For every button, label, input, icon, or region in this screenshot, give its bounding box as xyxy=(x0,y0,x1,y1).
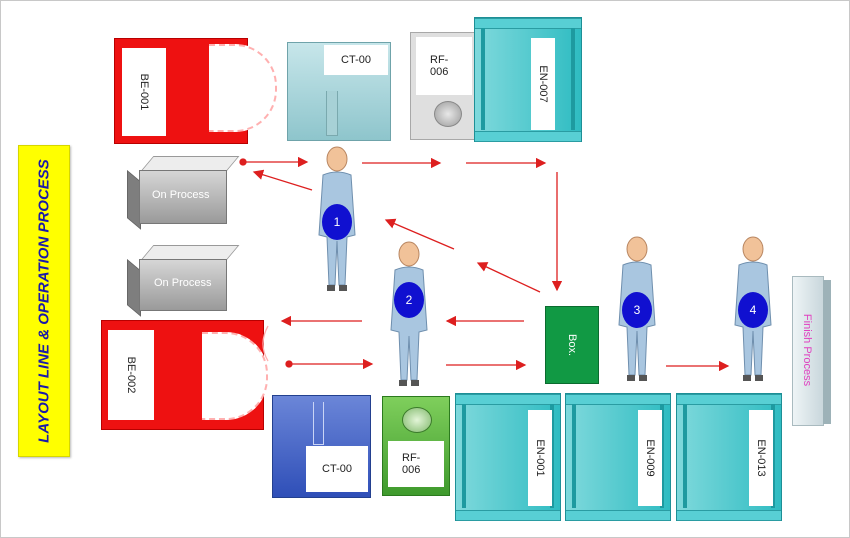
machine-en-013-label: EN-013 xyxy=(755,439,767,477)
on-process-label-1: On Process xyxy=(152,189,210,201)
diagram-title: LAYOUT LINE & OPERATION PROCESS xyxy=(35,159,53,443)
ct-top-slot xyxy=(326,91,338,136)
machine-ct-top: CT-00 xyxy=(287,42,391,141)
rf-bottom-dial xyxy=(402,407,432,433)
worker-1-number: 1 xyxy=(333,215,341,229)
machine-en-009-label: EN-009 xyxy=(644,439,656,477)
machine-en-001-label: EN-001 xyxy=(534,439,546,477)
on-process-box-2: On Process xyxy=(122,245,240,317)
machine-be-001-label: BE-001 xyxy=(138,73,150,111)
on-process-label-2: On Process xyxy=(154,277,212,289)
machine-en-007-label: EN-007 xyxy=(537,65,549,103)
on-process-box-1: On Process xyxy=(122,156,240,230)
worker-2: 2 xyxy=(381,240,437,390)
machine-rf-bottom-label: RF-006 xyxy=(402,452,421,476)
worker-2-number: 2 xyxy=(405,293,413,307)
machine-en-013: EN-013 xyxy=(676,393,782,521)
machine-be-002-cutout xyxy=(202,332,268,420)
finish-process-label: Finish Process xyxy=(801,313,813,387)
worker-figure-icon xyxy=(734,236,772,381)
worker-3: 3 xyxy=(609,235,665,385)
machine-ct-bottom: CT-00 xyxy=(272,395,371,498)
worker-figure-icon xyxy=(318,146,356,291)
machine-en-009: EN-009 xyxy=(565,393,671,521)
machine-ct-bottom-label: CT-00 xyxy=(322,463,352,475)
machine-rf-top: RF-006 xyxy=(410,32,477,140)
machine-rf-top-label: RF-006 xyxy=(430,54,449,78)
rf-top-dial xyxy=(434,101,462,127)
title-banner: LAYOUT LINE & OPERATION PROCESS xyxy=(18,145,70,457)
box-label: Box. xyxy=(566,333,578,357)
worker-4-number: 4 xyxy=(749,303,757,317)
worker-3-number: 3 xyxy=(633,303,641,317)
worker-4: 4 xyxy=(725,235,781,385)
machine-en-001: EN-001 xyxy=(455,393,561,521)
ct-bottom-slot xyxy=(313,402,324,445)
worker-figure-icon xyxy=(390,241,428,386)
worker-1: 1 xyxy=(309,145,365,295)
machine-ct-top-label: CT-00 xyxy=(341,54,371,66)
machine-en-007: EN-007 xyxy=(474,17,582,142)
worker-figure-icon xyxy=(618,236,656,381)
machine-be-001-cutout xyxy=(209,44,277,132)
box-station: Box. xyxy=(545,306,599,384)
machine-rf-bottom: RF-006 xyxy=(382,396,450,496)
finish-process-station: Finish Process xyxy=(792,276,832,426)
machine-be-002-label: BE-002 xyxy=(125,356,137,394)
